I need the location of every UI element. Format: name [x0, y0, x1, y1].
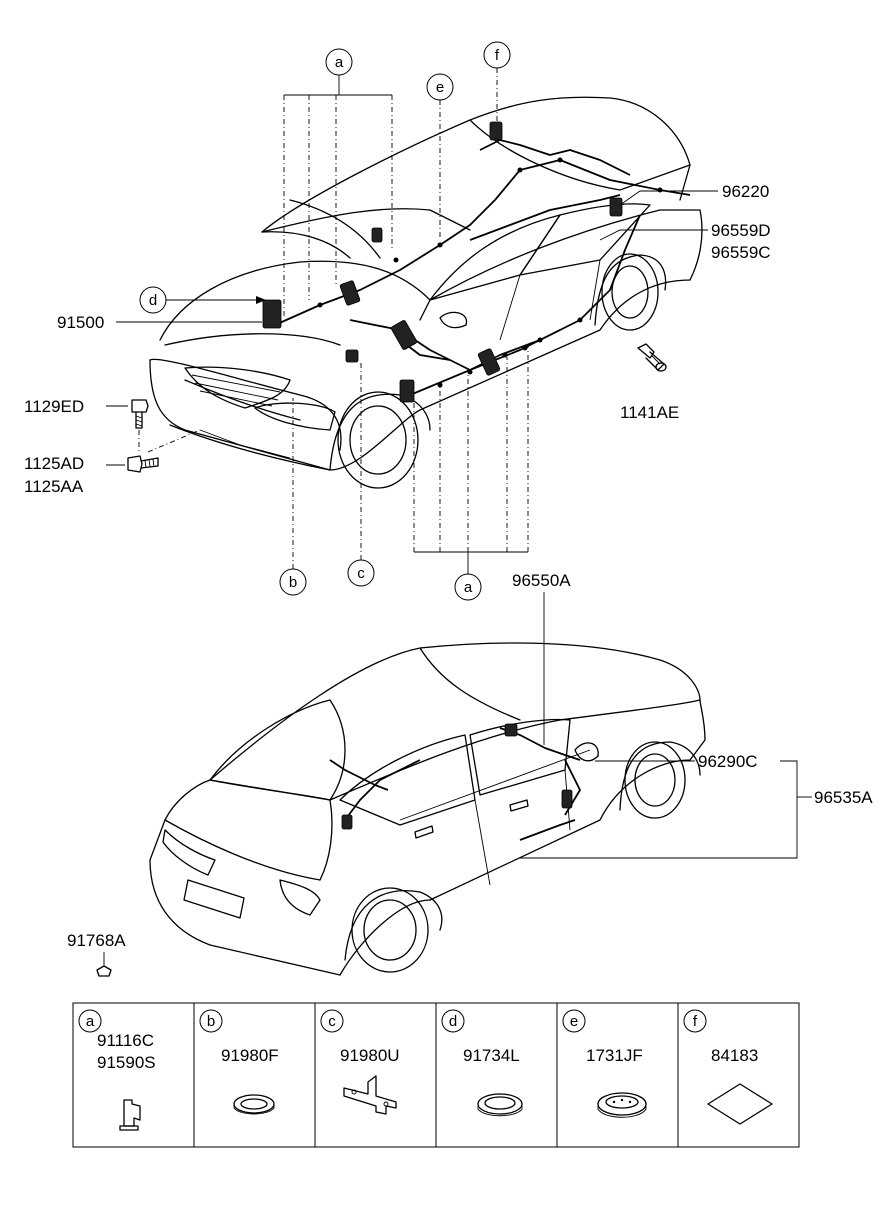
- legend-cell-b: b 91980F: [199, 1009, 279, 1115]
- part-number: 1125AD: [24, 454, 84, 473]
- callout-label: d: [149, 292, 157, 309]
- callout-label: a: [335, 54, 344, 71]
- rear-car-illustration: [149, 642, 706, 976]
- legend-part: 91116C: [97, 1031, 154, 1050]
- grommet-icon: [96, 965, 112, 977]
- legend-key: d: [449, 1013, 457, 1030]
- legend-key: e: [570, 1013, 578, 1030]
- bracket-icon: [343, 1075, 397, 1115]
- label-91500: 91500: [57, 313, 262, 332]
- legend-key: a: [86, 1013, 95, 1030]
- callout-label: a: [464, 579, 473, 596]
- legend-part: 91734L: [463, 1046, 520, 1065]
- front-wiring-harness: [262, 121, 691, 403]
- part-number: 96559C: [711, 243, 771, 262]
- callout-f: f: [483, 41, 511, 125]
- legend-part: 91980F: [221, 1046, 279, 1065]
- legend-part: 84183: [711, 1046, 758, 1065]
- label-1141AE: 1141AE: [620, 343, 679, 422]
- bolt-icon: [637, 343, 667, 372]
- callout-label: c: [357, 565, 365, 582]
- legend-cell-a: a 91116C 91590S: [78, 1009, 156, 1131]
- connector: [262, 299, 282, 329]
- part-number: 1125AA: [24, 477, 84, 496]
- part-number: 1141AE: [620, 403, 679, 422]
- legend-part: 91980U: [340, 1046, 400, 1065]
- callout-label: e: [436, 79, 444, 96]
- legend-key: c: [328, 1013, 336, 1030]
- label-91768A: 91768A: [67, 931, 126, 977]
- legend-table: a 91116C 91590S b 91980F c 91980U: [72, 1002, 800, 1148]
- callout-e: e: [426, 73, 454, 240]
- label-96550A: 96550A: [512, 571, 571, 745]
- callout-label: f: [495, 47, 500, 64]
- rear-wiring-harness: [329, 723, 581, 841]
- legend-key: f: [693, 1013, 698, 1030]
- callout-b: b: [279, 398, 307, 596]
- legend-key: b: [207, 1013, 215, 1030]
- callout-a-bottom: a: [413, 345, 529, 601]
- part-number: 96535A: [814, 788, 873, 807]
- label-96535A: 96535A: [520, 760, 873, 859]
- callout-a-top: a: [283, 48, 393, 318]
- plug-icon: [597, 1092, 647, 1118]
- part-number: 96550A: [512, 571, 571, 590]
- label-1129ED: 1129ED: [24, 397, 201, 453]
- callout-d: d: [139, 286, 266, 314]
- legend-part: 91590S: [97, 1053, 156, 1072]
- part-number: 91500: [57, 313, 104, 332]
- bolt-icon: [127, 455, 159, 473]
- legend-cell-f: f 84183: [683, 1009, 773, 1125]
- callout-c: c: [347, 360, 375, 587]
- clip-icon: [119, 1099, 141, 1131]
- legend-cell-e: e 1731JF: [562, 1009, 647, 1118]
- legend-cell-c: c 91980U: [320, 1009, 400, 1115]
- front-car-illustration: [149, 96, 703, 489]
- label-96220: 96220: [619, 182, 769, 206]
- label-1125AD: 1125AD 1125AA: [24, 454, 159, 496]
- part-number: 96559D: [711, 221, 771, 240]
- part-number: 96290C: [698, 752, 758, 771]
- bolt-icon: [131, 399, 149, 429]
- grommet-icon: [477, 1093, 523, 1117]
- grommet-icon: [233, 1094, 275, 1115]
- part-number: 91768A: [67, 931, 126, 950]
- callout-label: b: [289, 574, 297, 591]
- label-96559D: 96559D: [599, 221, 771, 241]
- legend-part: 1731JF: [586, 1046, 643, 1065]
- label-96290C: 96290C: [595, 752, 758, 771]
- pad-icon: [707, 1083, 773, 1125]
- legend-cell-d: d 91734L: [441, 1009, 523, 1117]
- label-96559C: 96559C: [711, 243, 771, 262]
- part-number: 96220: [722, 182, 769, 201]
- part-number: 1129ED: [24, 397, 84, 416]
